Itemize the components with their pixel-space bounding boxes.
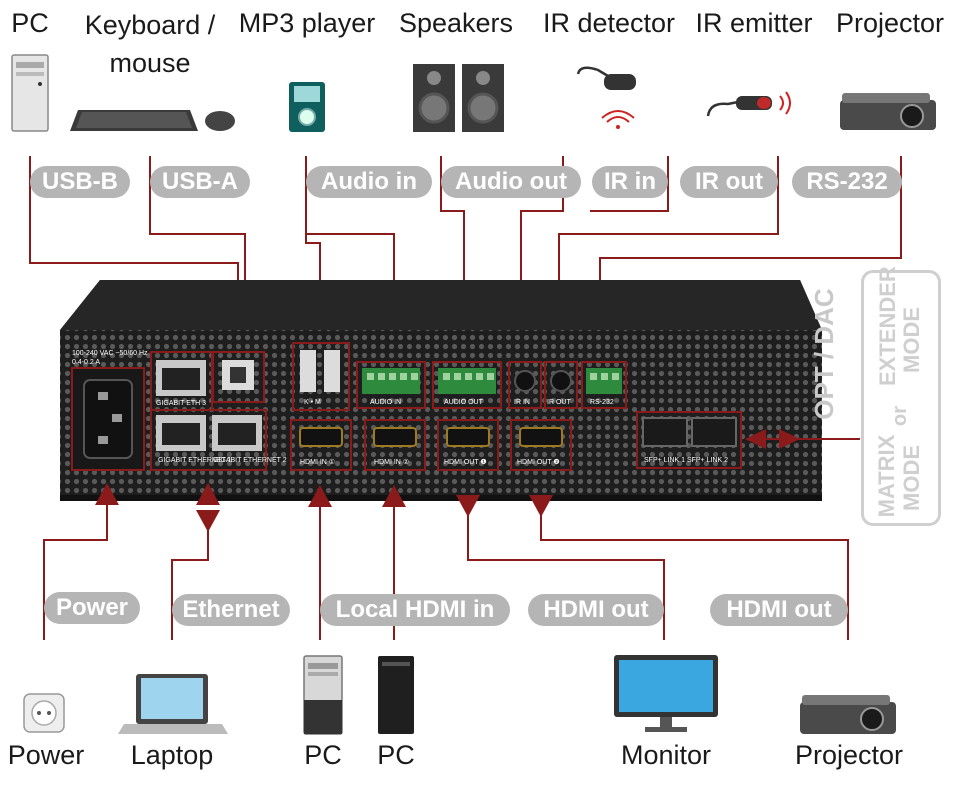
hdmi-ports: HDMI IN ① HDMI IN ② HDMI OUT ❶ HDMI OUT …: [290, 419, 572, 471]
pill-usb-b: USB-B: [30, 166, 130, 198]
power-inlet: [71, 367, 145, 471]
pill-audio-in: Audio in: [306, 166, 432, 198]
line-projector-rs232: [599, 156, 902, 296]
usb-b-port: [212, 351, 265, 403]
device-label-laptop: Laptop: [130, 740, 214, 770]
mode-bottom-label: MODE: [899, 445, 924, 511]
pill-hdmi-out-1: HDMI out: [528, 594, 664, 626]
ir-out-label: IR OUT: [547, 399, 571, 406]
projector-icon-bottom: [800, 695, 896, 734]
ir-detector-icon: [576, 66, 636, 129]
ir-emitter-icon: [706, 91, 791, 117]
mp3-player-icon: [289, 82, 325, 132]
arrow-hdmi-in1-up: [308, 485, 332, 507]
eth2-label: GIGABIT ETHERNET 2: [213, 457, 287, 464]
device-label-pc: PC: [11, 8, 49, 38]
line-ethernet: [171, 530, 209, 640]
line-pc-usbb: [29, 156, 239, 296]
arrow-hdmi-out1-down: [456, 495, 480, 517]
power-socket-icon: [23, 693, 65, 733]
device-label-mp3: MP3 player: [238, 8, 376, 38]
rs232-terminal: RS-232: [581, 361, 627, 409]
laptop-icon: [118, 674, 228, 734]
pill-audio-out: Audio out: [441, 166, 581, 198]
audio-in-terminal: AUDIO IN: [356, 361, 426, 409]
audio-out-label: AUDIO OUT: [444, 399, 484, 406]
line-power: [43, 505, 108, 640]
pill-power: Power: [44, 592, 140, 624]
pill-ir-in: IR in: [592, 166, 668, 198]
line-ir-pill: [590, 156, 669, 212]
device-label-projector-bottom: Projector: [794, 740, 904, 770]
pc-tower-icon: [11, 54, 49, 132]
arrow-eth-down: [196, 510, 220, 532]
ethernet-block: GIGABIT ETH 3 GIGABIT ETHERNET 1 GIGABIT…: [150, 351, 287, 471]
matrix-label: MATRIX: [874, 434, 899, 518]
sfp-connection: [745, 429, 860, 449]
device-label-power: Power: [7, 740, 85, 770]
arrow-hdmi-in2-up: [382, 485, 406, 507]
device-label-keyboard: Keyboard / mouse: [84, 10, 216, 78]
line-hdmi-out1: [467, 505, 665, 640]
sfp-ports: SFP+ LINK 1 SFP+ LINK 2: [636, 411, 742, 469]
arrow-power-up: [95, 483, 119, 505]
bottom-arrows: [95, 483, 553, 532]
projector-icon: [840, 93, 936, 130]
device-label-pc-1: PC: [304, 740, 342, 770]
line-hdmi-out2: [540, 505, 849, 640]
audio-in-label: AUDIO IN: [370, 399, 401, 406]
arrow-eth-up: [196, 483, 220, 505]
power-rating-text: 100-240 VAC ~50/60 Hz: [72, 350, 148, 357]
device-label-ir-detector: IR detector: [542, 8, 676, 38]
power-current-text: 0.4-0.2 A: [72, 359, 100, 366]
ir-in-jack: IR IN: [508, 361, 542, 409]
pill-ir-out: IR out: [680, 166, 778, 198]
ir-in-label: IR IN: [514, 399, 530, 406]
line-iremit-irout: [558, 156, 779, 296]
hdmi-out1-label: HDMI OUT ❶: [444, 458, 487, 466]
pc-tower-icon-2: [378, 656, 414, 734]
line-audioin-device: [305, 160, 395, 298]
pc-tower-icon-1: [303, 655, 343, 735]
sfp-label: SFP+ LINK 1 SFP+ LINK 2: [644, 457, 728, 464]
pill-usb-a: USB-A: [150, 166, 250, 198]
hdmi-out2-label: HDMI OUT ❷: [517, 458, 560, 466]
audio-out-terminal: AUDIO OUT: [432, 361, 502, 409]
device-label-ir-emitter: IR emitter: [695, 8, 813, 38]
hdmi-in2-label: HDMI IN ②: [374, 458, 409, 466]
speakers-icon: [413, 64, 504, 132]
pill-rs232: RS-232: [792, 166, 902, 198]
device-label-monitor: Monitor: [620, 740, 712, 770]
ir-out-jack: IR OUT: [544, 361, 578, 409]
mouse-icon: [205, 111, 235, 131]
bottom-connection-lines: [43, 505, 849, 640]
device-label-speakers: Speakers: [398, 8, 514, 38]
arrow-hdmi-out2-down: [529, 495, 553, 517]
usb-a-ports: K • M: [292, 342, 350, 411]
eth1-label: GIGABIT ETHERNET 1: [158, 457, 232, 464]
keyboard-icon: [70, 110, 198, 131]
device-label-projector: Projector: [835, 8, 945, 38]
pill-hdmi-out-2: HDMI out: [710, 594, 848, 626]
mode-box: [861, 270, 941, 526]
mode-top-label: MODE: [899, 307, 924, 373]
pill-local-hdmi-in: Local HDMI in: [320, 594, 510, 626]
line-keyboard-usba: [149, 156, 246, 296]
rs232-label: RS-232: [590, 399, 614, 406]
hdmi-in1-label: HDMI IN ①: [300, 458, 335, 466]
monitor-icon: [614, 655, 718, 732]
opt-dac-label: OPT / DAC: [809, 288, 839, 420]
device-label-pc-2: PC: [377, 740, 415, 770]
pill-ethernet: Ethernet: [172, 594, 290, 626]
eth3-label: GIGABIT ETH 3: [156, 400, 206, 407]
usb-km-label: K • M: [304, 399, 321, 406]
